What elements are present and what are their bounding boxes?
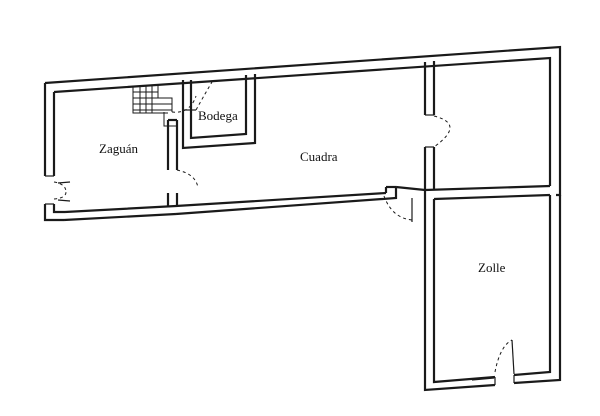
cuadra-right-partition	[423, 61, 451, 190]
zaguan-partition	[166, 118, 199, 207]
cuadra-door	[383, 185, 426, 222]
bodega-room	[181, 74, 257, 150]
zaguan-door	[45, 175, 71, 205]
room-label-zolle: Zolle	[478, 260, 506, 275]
room-label-cuadra: Cuadra	[300, 149, 338, 164]
room-label-bodega: Bodega	[198, 108, 238, 123]
room-label-zaguan: Zaguán	[99, 141, 138, 156]
staircase	[132, 85, 197, 127]
zolle-room	[423, 195, 562, 392]
outer-wall	[43, 45, 562, 222]
zolle-top-wall	[423, 184, 551, 201]
